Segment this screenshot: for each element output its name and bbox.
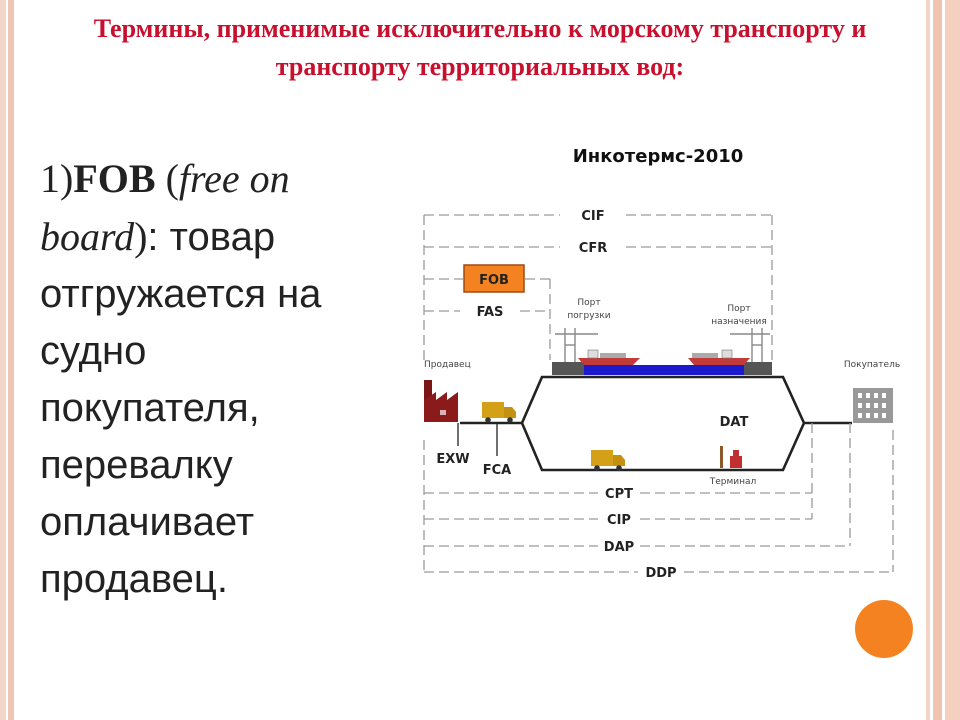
term-description: : товар отгружается на судно покупателя,… [40, 215, 322, 601]
slide-title: Термины, применимые исключительно к морс… [93, 14, 867, 81]
ship-icon [578, 349, 640, 365]
list-number: 1) [40, 156, 74, 201]
port-loading-label-1: Порт [577, 298, 600, 308]
term-cpt: CPT [605, 487, 633, 502]
terminal-icon [720, 446, 742, 468]
paren-open: ( [155, 156, 179, 201]
office-building-icon [853, 388, 893, 423]
slide-frame-right [926, 0, 960, 720]
term-english: free on board [40, 156, 290, 259]
port-destination-label-2: назначения [711, 317, 767, 327]
transport-route-outline [520, 375, 806, 472]
port-destination-label-1: Порт [727, 304, 750, 314]
port-loading-label-2: погрузки [567, 311, 610, 321]
term-cfr: CFR [579, 241, 607, 256]
terminal-label: Терминал [709, 477, 757, 487]
bottom-term-lines [423, 423, 894, 573]
term-cif: CIF [581, 209, 604, 224]
seller-label: Продавец [424, 360, 471, 370]
dock-loading [552, 362, 584, 375]
diagram-title: Инкотермс-2010 [573, 146, 744, 167]
term-fas: FAS [477, 305, 504, 320]
fob-highlight-box [463, 264, 525, 293]
term-cip: CIP [607, 513, 631, 528]
term-dat: DAT [720, 415, 749, 430]
sea-water [584, 365, 744, 375]
term-ddp: DDP [645, 566, 676, 581]
buyer-label: Покупатель [844, 360, 900, 370]
crane-icon [555, 328, 598, 362]
factory-icon [424, 380, 458, 422]
paren-close: ) [134, 214, 148, 259]
dock-destination [744, 362, 772, 375]
truck-icon [482, 402, 516, 423]
term-exw: EXW [436, 452, 469, 467]
ship-icon [688, 349, 750, 365]
crane-icon [730, 328, 770, 362]
term-fob: FOB [73, 156, 156, 201]
decorative-orange-circle [855, 600, 913, 658]
term-fob-diagram: FOB [479, 273, 509, 288]
term-dap: DAP [604, 540, 634, 555]
slide-body-text: 1)FOB (free on board): товар отгружается… [40, 150, 370, 608]
top-term-lines [423, 214, 773, 360]
slide-frame-left [0, 0, 14, 720]
term-fca: FCA [483, 463, 511, 478]
truck-icon [591, 450, 625, 471]
